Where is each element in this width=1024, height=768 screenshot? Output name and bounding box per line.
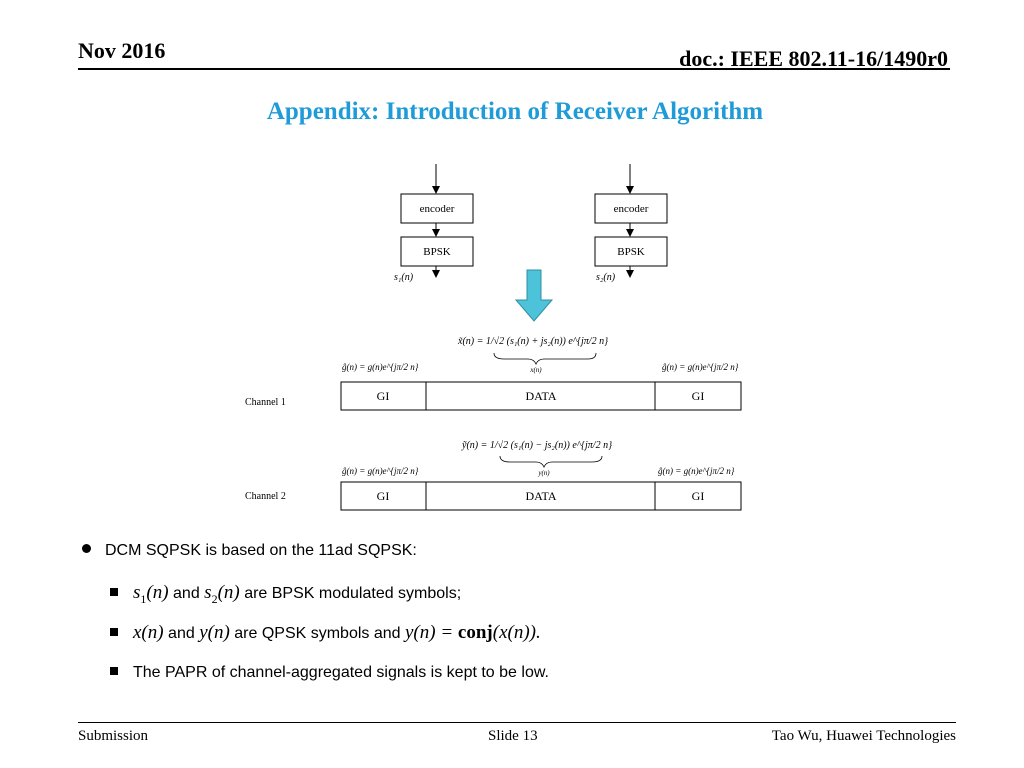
- ch1-frame: [340, 381, 742, 411]
- ch1-gi-right: GI: [692, 389, 705, 403]
- bullet-sub-3-text: The PAPR of channel-aggregated signals i…: [133, 664, 549, 681]
- channel-1-label: Channel 1: [245, 397, 286, 408]
- bpsk-box-right: [594, 236, 668, 267]
- bullet-dot-icon: [82, 544, 91, 553]
- ch2-gi-left: GI: [377, 489, 390, 503]
- bullet-sub-2: x(n) and y(n) are QPSK symbols and y(n) …: [110, 622, 541, 644]
- header-doc-id: doc.: IEEE 802.11-16/1490r0: [679, 46, 948, 71]
- g-label-ch1-left: ĝ(n) = g(n)e^{jπ/2 n}: [342, 362, 419, 372]
- encoder-label-left: encoder: [420, 203, 455, 215]
- bpsk-box-left: [400, 236, 474, 267]
- bullet-square-icon: [110, 667, 118, 675]
- encoder-box-right: [594, 193, 668, 224]
- bullet-square-icon: [110, 588, 118, 596]
- math-y: y(n): [199, 622, 230, 643]
- bullet-main: DCM SQPSK is based on the 11ad SQPSK:: [82, 542, 417, 560]
- equation-y: ỹ(n) = 1/√2 (s₁(n) − js₂(n)) e^{jπ/2 n}: [461, 440, 612, 451]
- math-conj-arg: (x(n)).: [492, 622, 541, 643]
- underbrace-label-y: y(n): [537, 469, 550, 477]
- slide-title: Appendix: Introduction of Receiver Algor…: [266, 98, 764, 125]
- bullet-sub-1: s1(n) and s2(n) are BPSK modulated symbo…: [110, 582, 461, 607]
- and-word-1: and: [173, 585, 200, 602]
- bpsk-label-left: BPSK: [423, 246, 451, 258]
- bullet-square-icon: [110, 628, 118, 636]
- math-conj: conj: [457, 622, 493, 643]
- equation-x: x̃(n) = 1/√2 (s₁(n) + js₂(n)) e^{jπ/2 n}: [457, 336, 608, 347]
- header-date: Nov 2016: [78, 38, 166, 63]
- bpsk-label-right: BPSK: [617, 246, 645, 258]
- bullet-sub-3: The PAPR of channel-aggregated signals i…: [110, 664, 549, 682]
- footer-submission: Submission: [78, 728, 149, 744]
- ch1-gi-left: GI: [377, 389, 390, 403]
- g-label-ch2-right: ĝ(n) = g(n)e^{jπ/2 n}: [658, 466, 735, 476]
- ch2-data: DATA: [525, 489, 556, 503]
- math-s1: s1(n): [133, 582, 169, 606]
- channel-2-label: Channel 2: [245, 491, 286, 502]
- bullet-main-text: DCM SQPSK is based on the 11ad SQPSK:: [105, 542, 417, 559]
- footer-author: Tao Wu, Huawei Technologies: [771, 728, 956, 744]
- ch2-frame: [340, 481, 742, 511]
- footer-slide-number: Slide 13: [488, 728, 538, 744]
- encoder-label-right: encoder: [614, 203, 649, 215]
- underbrace-x: [493, 352, 597, 366]
- ch1-data: DATA: [525, 389, 556, 403]
- math-x: x(n): [133, 622, 164, 643]
- header-divider: [78, 68, 950, 70]
- s2-label: s₂(n): [596, 272, 616, 283]
- g-label-ch2-left: ĝ(n) = g(n)e^{jπ/2 n}: [342, 466, 419, 476]
- bullet-sub-2-text: are QPSK symbols and: [234, 625, 401, 642]
- encoder-box-left: [400, 193, 474, 224]
- math-y-eq: y(n) =: [405, 622, 458, 643]
- math-s2: s2(n): [204, 582, 240, 606]
- and-word-2: and: [168, 625, 195, 642]
- bullet-sub-1-text: are BPSK modulated symbols;: [244, 585, 462, 602]
- g-label-ch1-right: ĝ(n) = g(n)e^{jπ/2 n}: [662, 362, 739, 372]
- ch2-gi-right: GI: [692, 489, 705, 503]
- footer-divider: [78, 722, 956, 723]
- underbrace-label-x: x(n): [529, 366, 542, 374]
- s1-label: s₁(n): [394, 272, 414, 283]
- underbrace-y: [499, 455, 603, 469]
- dcm-sqpsk-diagram: encoder BPSK s₁(n) encoder BPSK s₂(n) x̃…: [245, 164, 742, 511]
- transform-arrow-icon: [514, 269, 554, 322]
